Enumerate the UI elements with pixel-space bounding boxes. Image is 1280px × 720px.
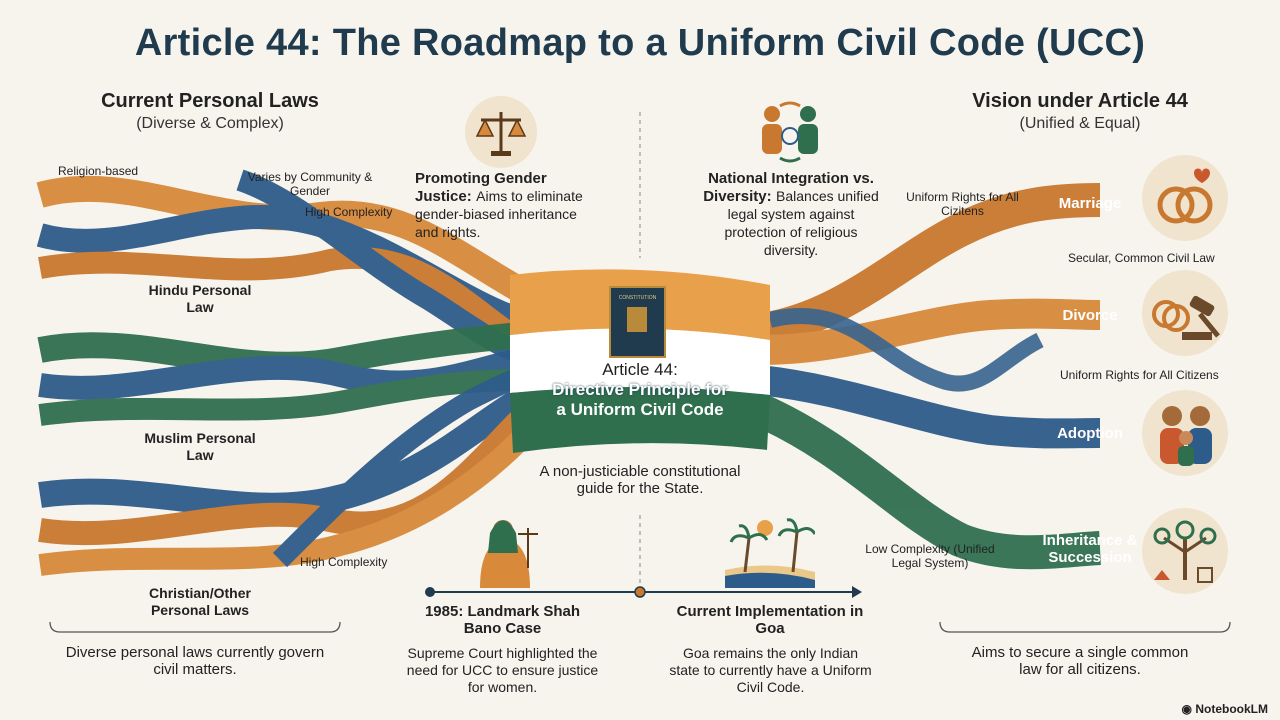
outcome-adoption-label: Adoption bbox=[1057, 425, 1123, 442]
flag-caption: A non-justiciable constitutional guide f… bbox=[539, 463, 741, 497]
annotation-varies: Varies by Community & Gender bbox=[247, 170, 373, 198]
gavel-rings-icon bbox=[1142, 270, 1228, 356]
article-44-flag: CONSTITUTION Article 44: Directive Princ… bbox=[505, 265, 775, 455]
national-integration-text: Balances unified legal system against pr… bbox=[724, 188, 879, 258]
hindu-braid bbox=[36, 169, 543, 371]
right-subheading: (Unified & Equal) bbox=[1019, 115, 1141, 132]
flag-line-3: a Uniform Civil Code bbox=[556, 400, 724, 419]
annotation-high-complexity-top: High Complexity bbox=[305, 205, 393, 219]
people-icon bbox=[750, 96, 828, 168]
annotation-low-complexity: Low Complexity (Unified Legal System) bbox=[865, 542, 995, 570]
woman-scales-icon bbox=[470, 508, 540, 588]
muslim-law-label: Muslim Personal Law bbox=[144, 430, 256, 463]
annotation-uniform-rights-mid: Uniform Rights for All Citizens bbox=[1060, 368, 1219, 382]
left-footer: Diverse personal laws currently govern c… bbox=[65, 644, 325, 678]
christian-law-label: Christian/Other Personal Laws bbox=[149, 585, 251, 618]
outcome-marriage-label: Marriage bbox=[1058, 195, 1122, 212]
goa-beach-icon bbox=[725, 512, 815, 588]
constitution-book-text: CONSTITUTION bbox=[618, 295, 657, 301]
timeline-shah-bano-title: 1985: Landmark Shah Bano Case bbox=[424, 603, 581, 637]
unified-braid bbox=[753, 183, 1101, 570]
national-integration-block: National Integration vs. Diversity: Bala… bbox=[700, 170, 882, 260]
scales-icon bbox=[465, 96, 537, 168]
rings-icon bbox=[1142, 155, 1228, 241]
outcome-inheritance-label: Inheritance & Succession bbox=[1042, 532, 1138, 566]
brand-label: ◉ NotebookLM bbox=[1182, 702, 1268, 716]
gender-justice-block: Promoting Gender Justice: Aims to elimin… bbox=[415, 170, 590, 242]
gender-justice-text: Aims to eliminate gender-biased inherita… bbox=[415, 188, 583, 240]
muslim-braid bbox=[37, 322, 523, 426]
national-integration-title: National Integration vs. Diversity: bbox=[703, 170, 874, 205]
annotation-uniform-rights-top: Uniform Rights for All Cizitens bbox=[906, 190, 1019, 218]
annotation-high-complexity-bottom: High Complexity bbox=[300, 555, 388, 569]
brand-text: NotebookLM bbox=[1195, 702, 1268, 716]
right-footer: Aims to secure a single common law for a… bbox=[971, 644, 1189, 678]
right-heading: Vision under Article 44 bbox=[972, 90, 1188, 112]
timeline-goa-title: Current Implementation in Goa bbox=[676, 603, 864, 637]
left-heading: Current Personal Laws bbox=[101, 90, 319, 112]
annotation-secular: Secular, Common Civil Law bbox=[1068, 251, 1215, 265]
outcome-divorce-label: Divorce bbox=[1062, 307, 1118, 324]
family-icon bbox=[1142, 390, 1228, 476]
annotation-religion-based: Religion-based bbox=[58, 164, 139, 178]
page-title: Article 44: The Roadmap to a Uniform Civ… bbox=[134, 22, 1146, 64]
family-tree-icon bbox=[1142, 508, 1228, 594]
left-subheading: (Diverse & Complex) bbox=[136, 115, 284, 132]
brand-icon: ◉ bbox=[1181, 702, 1196, 716]
timeline-shah-bano-text: Supreme Court highlighted the need for U… bbox=[406, 645, 599, 695]
flag-line-1: Article 44: bbox=[602, 360, 678, 379]
hindu-law-label: Hindu Personal Law bbox=[148, 282, 252, 315]
gender-justice-title: Promoting Gender Justice: bbox=[415, 170, 547, 205]
timeline-goa-text: Goa remains the only Indian state to cur… bbox=[669, 645, 872, 695]
flag-line-2: Directive Principle for bbox=[552, 380, 728, 399]
